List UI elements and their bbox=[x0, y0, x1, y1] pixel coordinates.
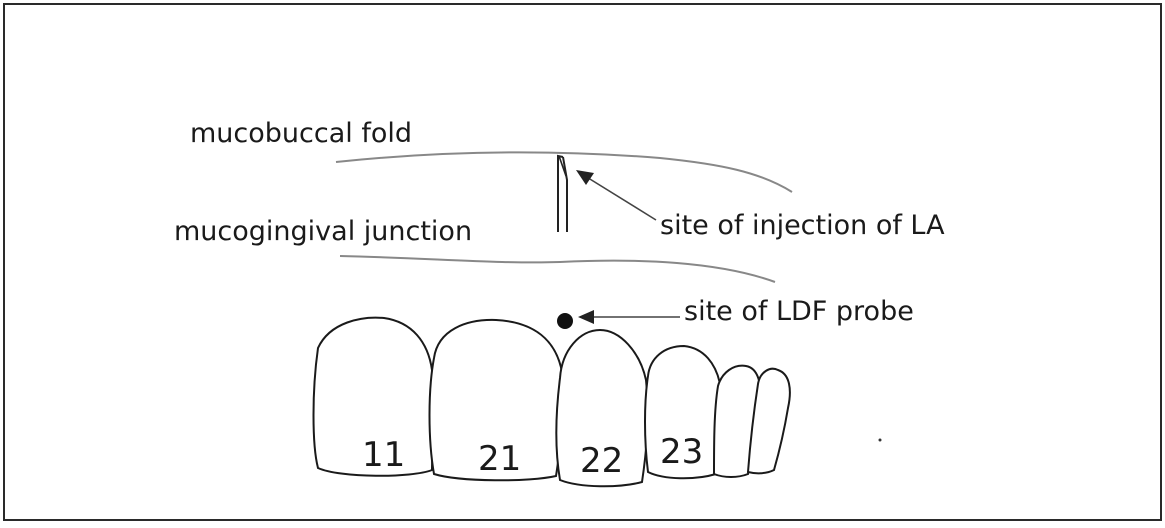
speck bbox=[879, 439, 882, 442]
mucogingival-junction-line bbox=[340, 256, 775, 282]
tooth-number-22: 22 bbox=[580, 441, 623, 481]
tooth-number-23: 23 bbox=[660, 432, 703, 472]
label-ldf-probe-site: site of LDF probe bbox=[684, 296, 914, 327]
tooth-number-21: 21 bbox=[478, 439, 521, 479]
label-injection-site: site of injection of LA bbox=[660, 210, 945, 241]
ldf-probe-dot bbox=[557, 313, 573, 329]
ldf-arrowhead bbox=[578, 310, 594, 324]
label-mucobuccal-fold: mucobuccal fold bbox=[190, 118, 412, 149]
tooth-number-11: 11 bbox=[362, 435, 405, 475]
label-mucogingival-junction: mucogingival junction bbox=[174, 216, 472, 247]
injection-arrow-line bbox=[585, 176, 656, 220]
injection-arrowhead bbox=[576, 170, 594, 185]
